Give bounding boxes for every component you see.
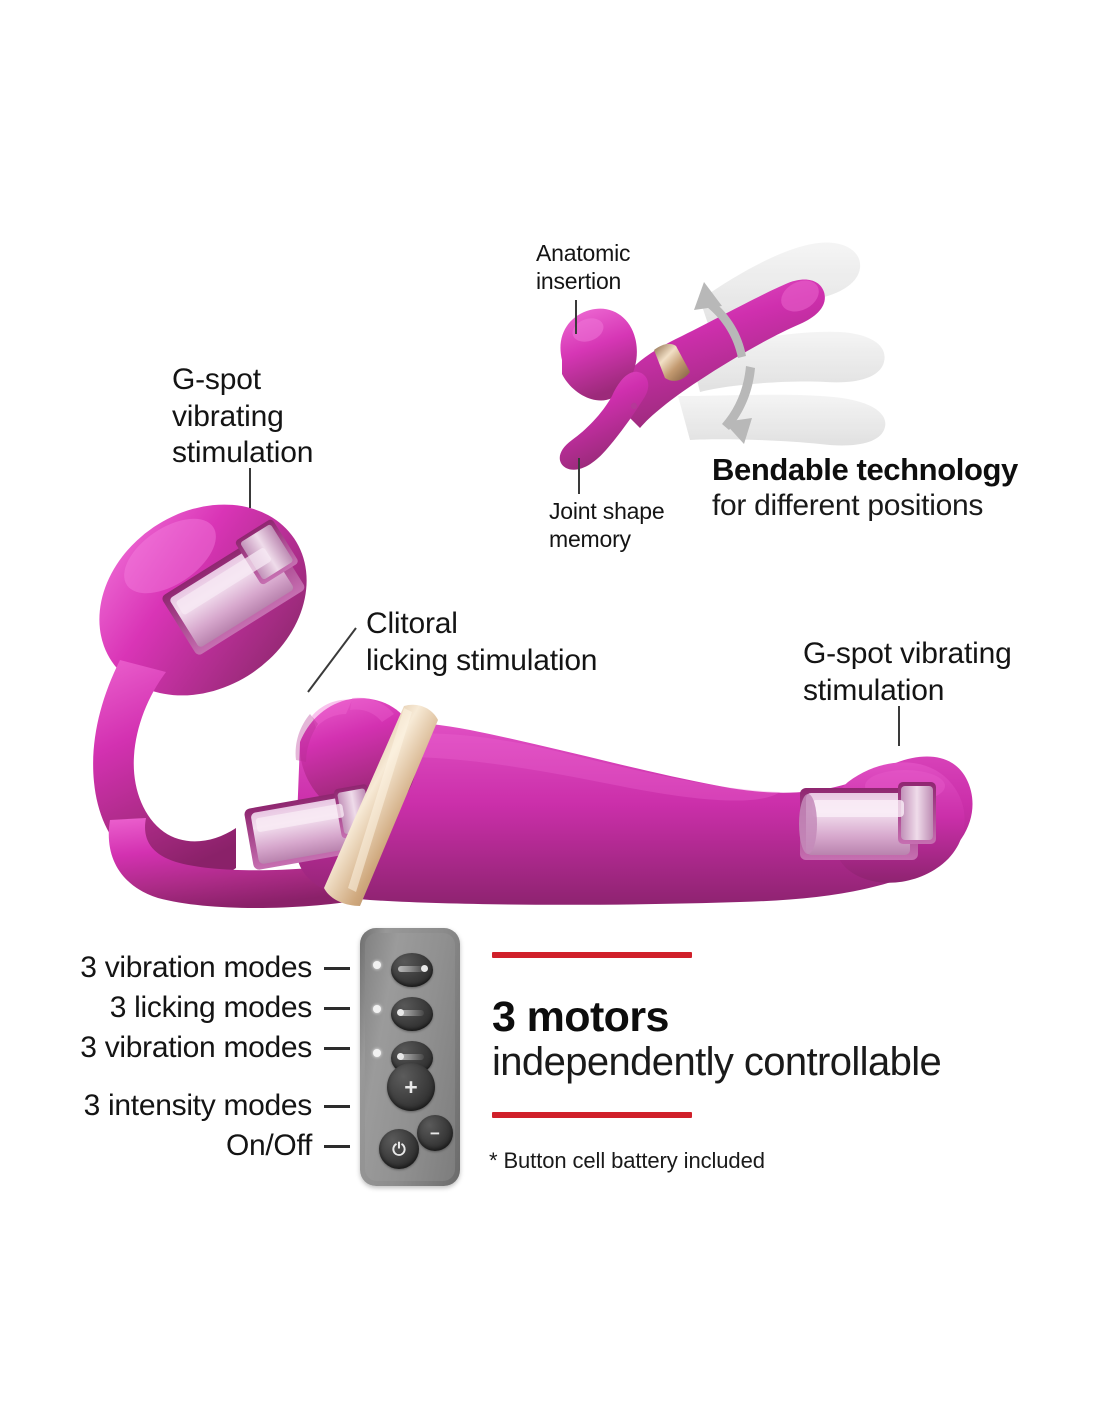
ghost-position-3 <box>678 394 886 446</box>
mode-row[interactable]: 3 intensity modes <box>50 1086 350 1126</box>
motors-subtitle: independently controllable <box>492 1040 942 1084</box>
callout-left-leader <box>249 468 251 508</box>
anatomic-leader-line <box>575 300 577 334</box>
gold-ring <box>654 343 690 381</box>
mode-row[interactable]: 3 licking modes <box>50 988 350 1028</box>
motors-rule-bottom <box>492 1112 692 1118</box>
dial-dot-icon <box>397 1009 404 1016</box>
dial-mark-icon <box>398 966 424 972</box>
modes-list: 3 vibration modes 3 licking modes 3 vibr… <box>50 948 350 1166</box>
shaft-motor-cutaway <box>799 782 936 860</box>
power-icon: ⏻ <box>392 1139 406 1159</box>
led-indicator-2 <box>373 1005 381 1013</box>
mode-label: 3 licking modes <box>109 991 313 1024</box>
bendable-product-illustration <box>559 242 886 470</box>
bend-arrow-down-icon <box>722 366 755 444</box>
joint-hook <box>559 371 649 470</box>
u-base <box>108 818 360 908</box>
callout-right-label: G-spot vibrating stimulation <box>803 637 1012 707</box>
led-indicator-3 <box>373 1049 381 1057</box>
bulb-motor-cutaway <box>162 519 305 655</box>
bend-arrow-up-icon <box>694 282 746 358</box>
remote-body: + − ⏻ <box>365 933 455 1181</box>
dial-dot-icon <box>397 1053 404 1060</box>
joint-shape-memory-label: Joint shape memory <box>549 498 665 552</box>
dial-mark-icon <box>398 1010 424 1016</box>
dial-dot-icon <box>421 965 428 972</box>
mode-row[interactable]: On/Off <box>50 1126 350 1166</box>
dial-mark-icon <box>398 1054 424 1060</box>
battery-footnote: * Button cell battery included <box>489 1148 765 1173</box>
mode-label: 3 vibration modes <box>80 951 312 984</box>
mode-dash <box>324 1144 350 1148</box>
mode-row[interactable]: 3 vibration modes <box>50 1028 350 1068</box>
bendable-technology-subline: for different positions <box>712 489 984 522</box>
mode-label: 3 intensity modes <box>83 1089 313 1122</box>
mode-dash <box>324 1046 350 1050</box>
callout-center-label: Clitoral licking stimulation <box>366 607 598 677</box>
bendable-shaft <box>612 279 825 428</box>
callout-left-label: G-spot vibrating stimulation <box>172 363 314 470</box>
mode-dial-button-1[interactable] <box>391 953 433 987</box>
minus-icon: − <box>430 1123 440 1143</box>
mode-dash <box>324 1104 350 1108</box>
led-indicator-1 <box>373 961 381 969</box>
mode-row[interactable]: 3 vibration modes <box>50 948 350 988</box>
mode-dash <box>324 966 350 970</box>
mode-label: On/Off <box>225 1129 312 1162</box>
intensity-decrease-button[interactable]: − <box>417 1115 453 1151</box>
mode-label: 3 vibration modes <box>80 1031 312 1064</box>
remote-control[interactable]: + − ⏻ <box>360 928 460 1186</box>
anatomic-insertion-label: Anatomic insertion <box>536 240 631 294</box>
motors-title: 3 motors <box>492 993 669 1041</box>
main-product-illustration <box>93 504 973 908</box>
plus-icon: + <box>404 1073 418 1100</box>
callout-center-leader <box>307 627 357 693</box>
power-button[interactable]: ⏻ <box>379 1129 419 1169</box>
mode-dial-button-2[interactable] <box>391 997 433 1031</box>
motors-rule-top <box>492 952 692 958</box>
joint-leader-line <box>578 458 580 494</box>
mode-dash <box>324 1006 350 1010</box>
callout-right-leader <box>898 706 900 746</box>
bendable-technology-headline: Bendable technology <box>712 452 1018 487</box>
intensity-increase-button[interactable]: + <box>387 1063 435 1111</box>
